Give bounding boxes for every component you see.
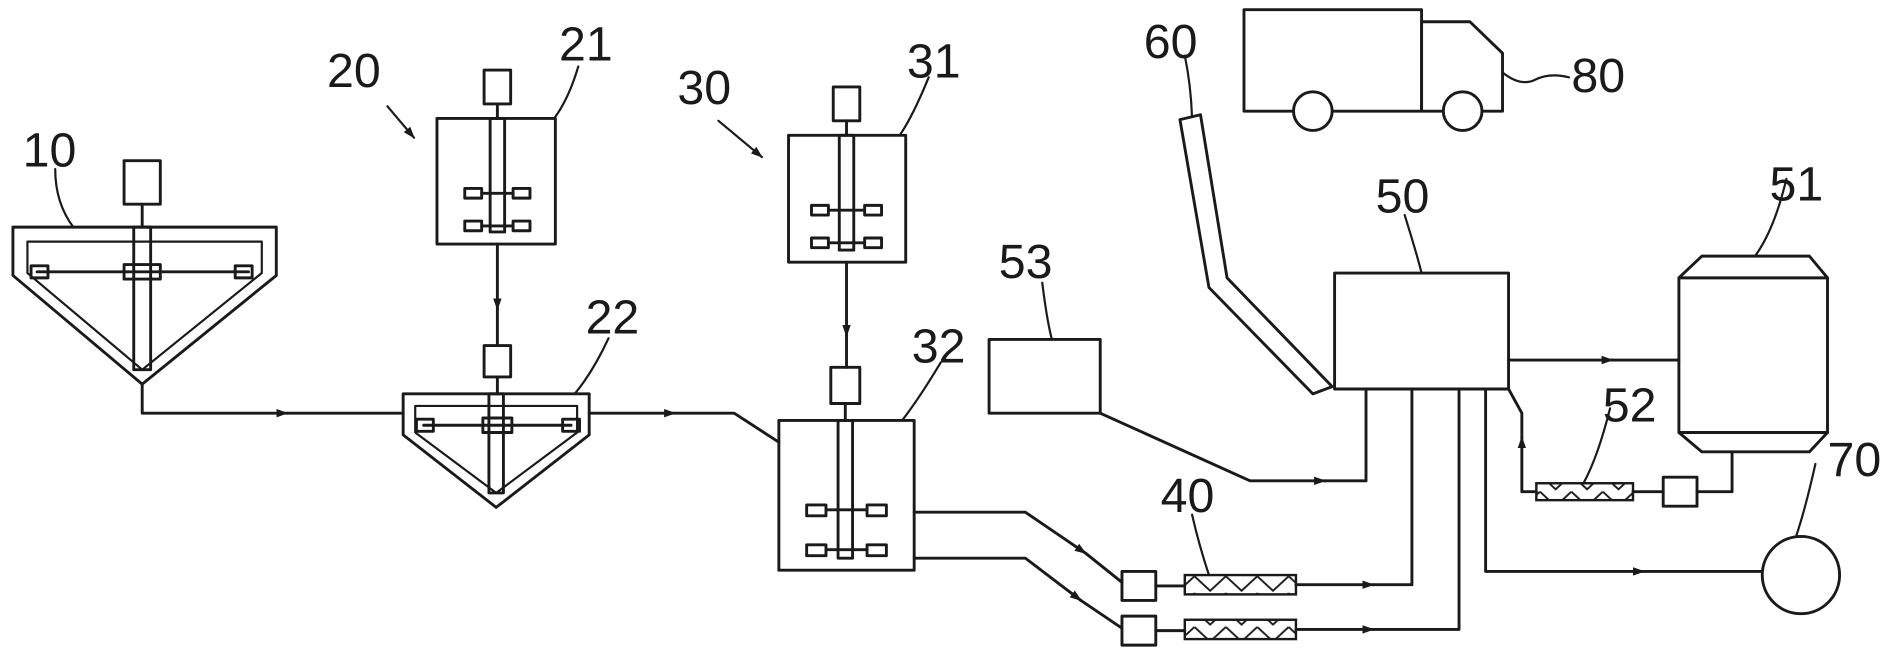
label-51: 51 (1770, 158, 1824, 212)
screw-conveyor-40 (1120, 569, 1298, 647)
label-21: 21 (559, 17, 613, 71)
label-40: 40 (1161, 469, 1215, 523)
settling-tank-22 (401, 344, 591, 509)
label-31: 31 (907, 34, 961, 88)
screw-conveyor-52 (1535, 475, 1699, 508)
label-10: 10 (23, 124, 77, 178)
label-52: 52 (1603, 379, 1657, 433)
label-22: 22 (586, 290, 640, 344)
label-32: 32 (912, 319, 966, 373)
label-30: 30 (677, 61, 731, 115)
label-20: 20 (327, 44, 381, 98)
truck-80 (1242, 8, 1504, 132)
leader-lines (54, 54, 1817, 577)
mixing-tank-31 (787, 85, 908, 264)
storage-silo-51 (1677, 254, 1829, 454)
flow-lines (140, 242, 1764, 634)
label-80: 80 (1571, 49, 1625, 103)
settling-tank-10 (11, 159, 278, 386)
reference-numerals: 10 20 21 22 30 31 32 40 50 51 52 53 60 7… (23, 15, 1882, 523)
label-50: 50 (1376, 170, 1430, 224)
outlet-70 (1760, 534, 1842, 616)
label-53: 53 (999, 235, 1053, 289)
label-70: 70 (1827, 433, 1881, 487)
reaction-tank-32 (777, 365, 916, 572)
processor-50 (1333, 271, 1511, 391)
label-60: 60 (1144, 15, 1198, 69)
unit-53-box (987, 338, 1102, 415)
chute-60 (1178, 113, 1334, 396)
mixing-tank-21 (435, 68, 557, 246)
